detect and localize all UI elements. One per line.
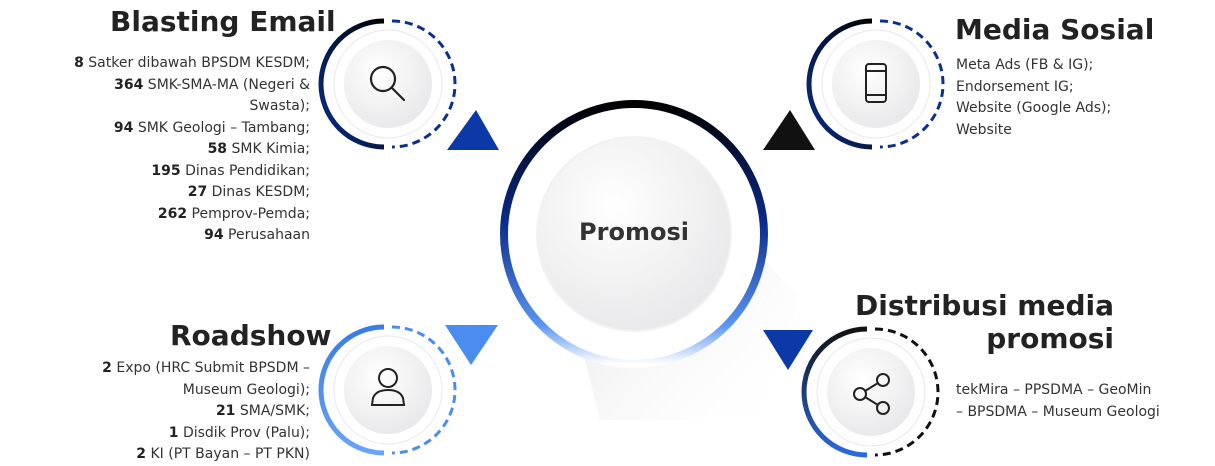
list-item-text: SMK Kimia; [227,141,310,157]
center-label: Promosi [579,218,689,246]
list-item-number: 2 [136,446,147,462]
list-item-number: 27 [187,184,208,200]
list-item: Swasta); [0,96,310,118]
list-item-number: 21 [215,403,236,419]
list-item-text: SMK Geologi – Tambang; [133,119,310,136]
list-item: 364 SMK-SMA-MA (Negeri & [0,75,310,97]
list-item-text: Expo (HRC Submit BPSDM – [111,360,310,376]
distribusi-title-line2: promosi [986,322,1114,355]
share-icon [853,373,890,415]
list-item-text: Perusahaan [223,227,310,243]
distribusi-title-line1: Distribusi media [855,289,1114,322]
search-icon [369,65,406,102]
list-item: tekMira – PPSDMA – GeoMin [956,382,1152,398]
list-item: – BPSDMA – Museum Geologi [956,403,1160,420]
media-sosial-badge [806,18,945,150]
list-item-text: Satker dibawah BPSDM KESDM; [83,55,310,71]
list-item-number: 195 [151,162,181,179]
list-item-number: 8 [74,55,84,71]
list-item-number: 364 [114,76,144,93]
list-item: Website (Google Ads); [956,100,1112,116]
roadshow-title: Roadshow [170,319,332,352]
list-item: 262 Pemprov-Pemda; [0,204,310,226]
list-item-text: Swasta); [249,98,310,114]
list-item-number: 2 [102,360,112,376]
list-item: 94 SMK Geologi – Tambang; [0,118,310,140]
list-item-number: 1 [168,424,179,441]
user-icon [370,368,406,406]
blasting-email-badge [318,18,457,150]
list-item-number: 94 [204,227,224,243]
list-item-number: 262 [157,205,188,222]
smartphone-icon [865,63,887,103]
list-item: 8 Satker dibawah BPSDM KESDM; [0,53,310,75]
list-item-number: 58 [207,141,228,157]
triangle-top-left [447,110,499,150]
blasting-email-list: 8 Satker dibawah BPSDM KESDM;364 SMK-SMA… [0,53,310,247]
list-item: 27 Dinas KESDM; [0,182,310,204]
list-item-text: Dinas KESDM; [207,184,310,200]
list-item: 195 Dinas Pendidikan; [0,161,310,183]
roadshow-list: 2 Expo (HRC Submit BPSDM –Museum Geologi… [0,358,310,466]
distribusi-list: tekMira – PPSDMA – GeoMin – BPSDMA – Muse… [956,380,1160,423]
list-item-text: Dinas Pendidikan; [180,162,310,179]
list-item-text: SMK-SMA-MA (Negeri & [143,76,310,93]
media-sosial-title: Media Sosial [955,13,1155,46]
list-item: 21 SMA/SMK; [0,401,310,423]
list-item-text: Disdik Prov (Palu); [178,424,310,441]
list-item: 94 Perusahaan [0,225,310,247]
list-item: Website [956,121,1012,138]
triangle-bottom-right [763,330,813,370]
blasting-email-title: Blasting Email [110,5,336,38]
list-item-text: Pemprov-Pemda; [187,205,310,222]
list-item-text: KI (PT Bayan – PT PKN) [146,446,310,462]
list-item: 2 KI (PT Bayan – PT PKN) [0,444,310,466]
list-item: Meta Ads (FB & IG); [956,57,1094,73]
list-item: 58 SMK Kimia; [0,139,310,161]
list-item-text: SMA/SMK; [235,403,310,419]
list-item: 2 Expo (HRC Submit BPSDM – [0,358,310,380]
triangle-bottom-left [445,325,498,365]
list-item: 1 Disdik Prov (Palu); [0,423,310,445]
media-sosial-list: Meta Ads (FB & IG); Endorsement IG; Websit… [956,55,1111,141]
list-item-text: Museum Geologi); [182,381,310,398]
list-item: Museum Geologi); [0,380,310,402]
center-circle [500,100,800,420]
list-item-number: 94 [113,119,134,136]
distribusi-badge [801,326,940,458]
triangle-top-right [763,110,815,150]
list-item: Endorsement IG; [956,78,1074,95]
